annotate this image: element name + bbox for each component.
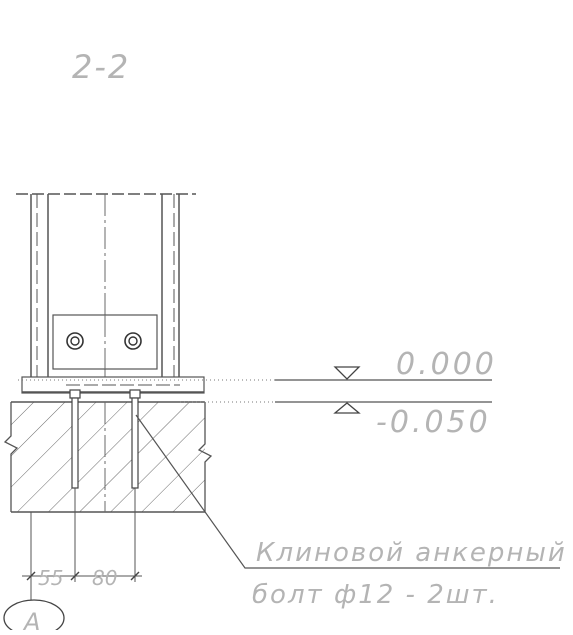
level-top-label: 0.000 xyxy=(396,347,497,382)
plate-bolt-left xyxy=(66,332,84,350)
concrete-slab xyxy=(3,401,213,513)
plate-bolt-right xyxy=(124,332,142,350)
dimension-80: 80 xyxy=(92,566,117,590)
level-marker-bottom-icon xyxy=(333,402,361,414)
section-label: 2-2 xyxy=(72,48,130,86)
anchor-bolt-right xyxy=(129,389,141,489)
callout-line1: Клиновой анкерный xyxy=(256,538,567,568)
anchor-bolt-left xyxy=(69,389,81,489)
level-bottom-label: -0.050 xyxy=(376,405,491,440)
dimension-55: 55 xyxy=(38,566,63,590)
level-marker-top-icon xyxy=(333,366,361,380)
callout-leader xyxy=(135,414,560,569)
axis-bubble xyxy=(3,599,65,635)
callout-line2: болт ф12 - 2шт. xyxy=(252,580,499,610)
axis-label: A xyxy=(22,608,40,630)
steel-column xyxy=(30,194,180,392)
